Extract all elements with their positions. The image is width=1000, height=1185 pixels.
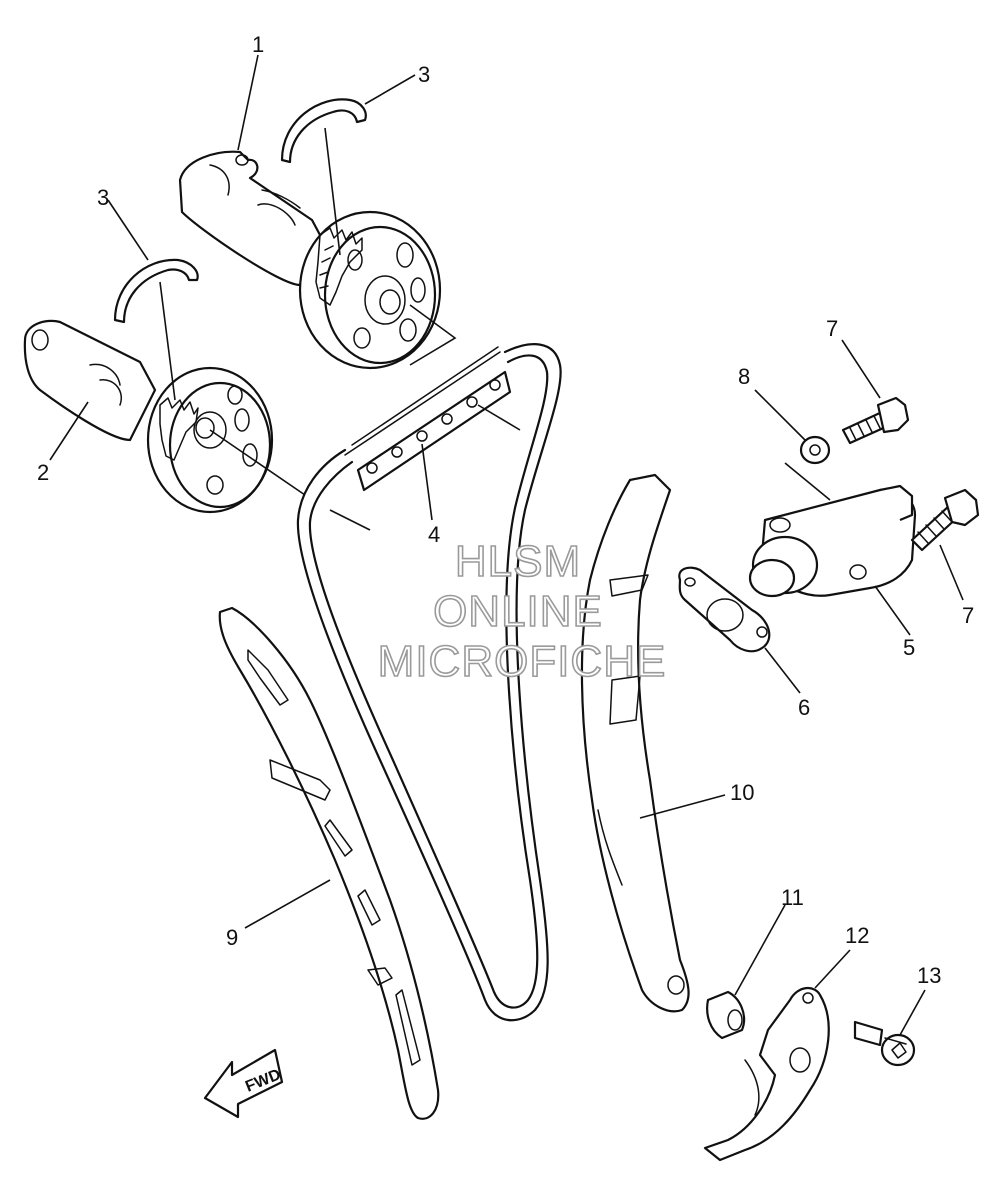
- callout-6: 6: [798, 695, 810, 720]
- circlip-lower: [113, 258, 199, 324]
- camshaft-lower: [23, 319, 274, 514]
- gasket-6: [678, 566, 771, 653]
- callout-11: 11: [781, 885, 804, 910]
- screw-13: [853, 1020, 916, 1067]
- washer-8: [799, 435, 831, 465]
- chain-tensioner-5: [748, 484, 917, 598]
- callout-1: 1: [252, 32, 264, 57]
- callout-3-left: 3: [97, 185, 109, 210]
- chain-guide-9: [218, 606, 440, 1120]
- callout-numbers: 1 2 3 3 4 5 6 7 7 8 9 10 11 12 13: [37, 32, 974, 988]
- callout-3-upper: 3: [418, 62, 430, 87]
- callout-8: 8: [738, 364, 750, 389]
- leader-lines: [49, 54, 964, 1036]
- bracket-12: [703, 987, 830, 1162]
- fwd-arrow-icon: FWD: [203, 1048, 283, 1119]
- callout-12: 12: [845, 923, 869, 948]
- bolt-7-upper: [841, 396, 910, 445]
- collar-11: [706, 990, 746, 1040]
- bolt-7-lower: [910, 488, 980, 552]
- callout-2: 2: [37, 460, 49, 485]
- watermark-line-1: HLSM: [455, 537, 581, 586]
- watermark-line-3: MICROFICHE: [378, 637, 667, 686]
- callout-9: 9: [226, 925, 238, 950]
- callout-10: 10: [730, 780, 754, 805]
- callout-7-lower: 7: [962, 603, 974, 628]
- circlip-upper: [280, 98, 367, 164]
- tensioner-guide-10: [580, 473, 690, 1013]
- watermark: HLSM ONLINE MICROFICHE: [377, 536, 667, 687]
- callout-4: 4: [428, 522, 440, 547]
- cam-chain-loop: [296, 343, 562, 1022]
- watermark-line-2: ONLINE: [433, 587, 603, 636]
- callout-13: 13: [917, 963, 941, 988]
- camshaft-upper: [178, 150, 442, 370]
- callout-5: 5: [903, 635, 915, 660]
- callout-7-upper: 7: [826, 316, 838, 341]
- cam-chain-links: [344, 346, 512, 492]
